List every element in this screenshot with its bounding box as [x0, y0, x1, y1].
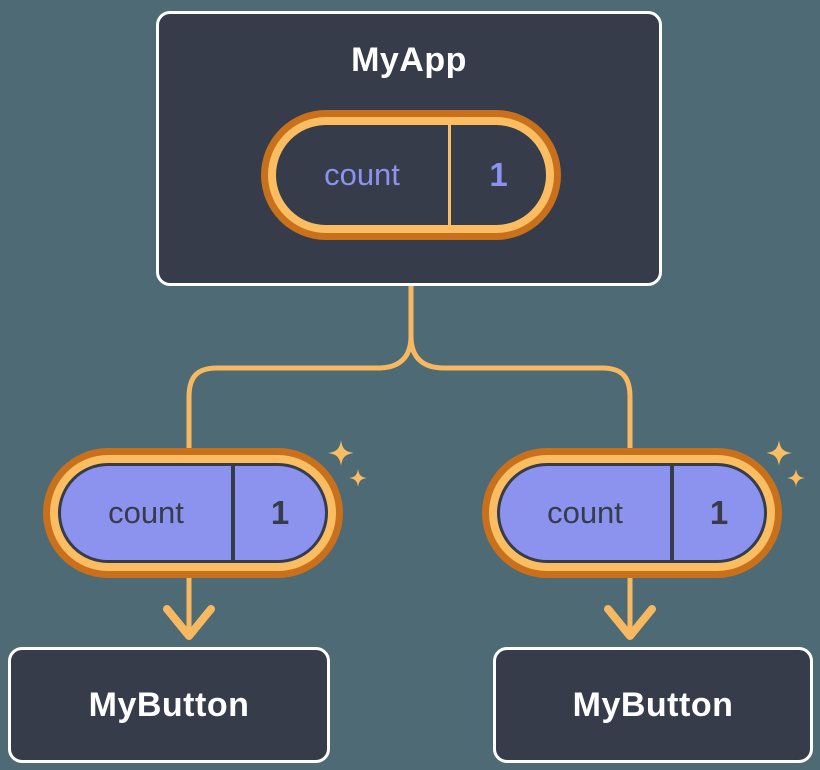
connector-root-to-left-child — [186, 281, 414, 637]
prop-value-label: 1 — [270, 494, 290, 531]
state-value-label: 1 — [489, 156, 508, 193]
pill-ring: count 1 — [50, 455, 336, 571]
node-mybutton-right-label: MyButton — [572, 685, 734, 724]
state-key-label: count — [324, 157, 400, 192]
node-mybutton-left-label: MyButton — [88, 685, 250, 724]
sparkle-icon — [349, 469, 367, 487]
sparkle-icon — [766, 440, 792, 466]
pill-divider — [670, 466, 674, 560]
prop-key-label: count — [108, 495, 184, 530]
pill-ring: count 1 — [268, 117, 554, 233]
sparkle-icon — [787, 469, 805, 487]
arrow-down-icon — [163, 605, 215, 640]
prop-value-label: 1 — [709, 494, 729, 531]
arrow-down-icon — [604, 605, 656, 640]
node-myapp: MyApp — [156, 11, 662, 286]
node-mybutton-right: MyButton — [493, 647, 813, 763]
connector-root-to-right-child — [408, 281, 633, 637]
prop-pill-mybutton-left: count 1 — [43, 448, 343, 578]
pill-divider — [231, 466, 235, 560]
node-mybutton-left: MyButton — [8, 647, 330, 763]
sparkle-icon — [328, 440, 354, 466]
node-myapp-label: MyApp — [351, 41, 467, 79]
pill-ring: count 1 — [489, 455, 775, 571]
prop-key-label: count — [547, 495, 623, 530]
state-pill-myapp: count 1 — [261, 110, 561, 240]
pill-divider — [448, 125, 451, 225]
prop-pill-mybutton-right: count 1 — [482, 448, 782, 578]
